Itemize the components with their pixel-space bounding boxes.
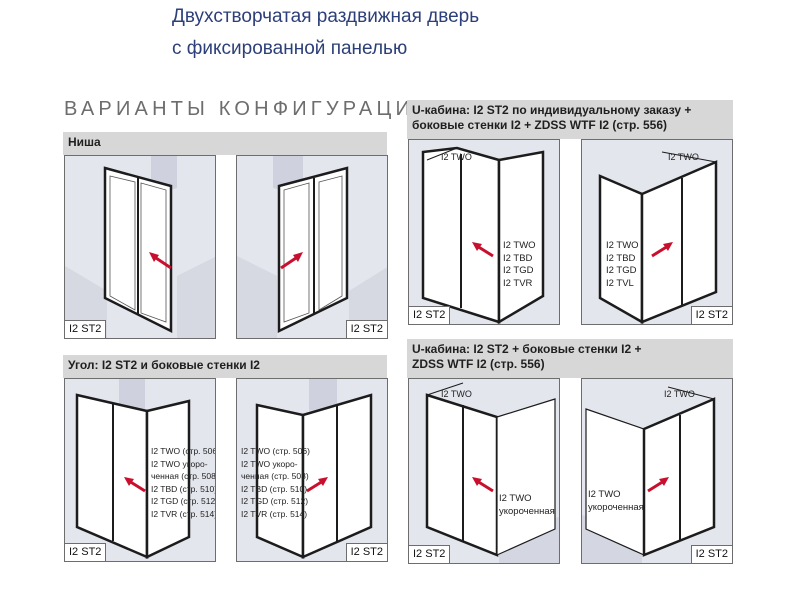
niche-drawing-1 bbox=[65, 156, 215, 338]
corner-fig1-side-walls: I2 TWO (стр. 506) I2 TWO укоро- ченная (… bbox=[151, 446, 216, 519]
page-subtitle: с фиксированной панелью bbox=[172, 38, 408, 59]
u-cabin-figure-1: I2 TWO I2 TWO укороченная I2 ST2 bbox=[408, 378, 560, 564]
u-cabin-drawing-2 bbox=[582, 379, 732, 563]
niche-fig2-caption: I2 ST2 bbox=[345, 320, 387, 338]
u-cabin-custom-drawing-1 bbox=[409, 140, 559, 324]
u-cabin-custom-fig1-side-walls: I2 TWO I2 TBD I2 TGD I2 TVR bbox=[503, 240, 536, 289]
u-cabin-custom-fig2-caption: I2 ST2 bbox=[690, 306, 732, 324]
niche-figure-1: I2 ST2 bbox=[64, 155, 216, 339]
corner-figure-2: I2 TWO (стр. 506) I2 TWO укоро- ченная (… bbox=[236, 378, 388, 562]
corner-panel-title: Угол: I2 ST2 и боковые стенки I2 bbox=[63, 355, 387, 378]
u-cabin-fig2-side-wall: I2 TWO укороченная bbox=[588, 489, 644, 513]
niche-drawing-2 bbox=[237, 156, 387, 338]
niche-fig1-caption: I2 ST2 bbox=[65, 320, 107, 338]
u-cabin-custom-fig2-side-walls: I2 TWO I2 TBD I2 TGD I2 TVL bbox=[606, 240, 639, 289]
corner-fig2-caption: I2 ST2 bbox=[345, 543, 387, 561]
section-heading: ВАРИАНТЫ КОНФИГУРАЦИИ bbox=[64, 98, 433, 120]
u-cabin-title-line1: U-кабина: I2 ST2 + боковые стенки I2 + bbox=[412, 342, 642, 356]
u-cabin-figure-2: I2 TWO I2 TWO укороченная I2 ST2 bbox=[581, 378, 733, 564]
u-cabin-custom-title-line2: боковые стенки I2 + ZDSS WTF I2 (стр. 55… bbox=[412, 118, 667, 132]
corner-drawing-2 bbox=[237, 379, 387, 561]
corner-drawing-1 bbox=[65, 379, 215, 561]
page-title: Двухстворчатая раздвижная дверь bbox=[172, 6, 480, 27]
u-cabin-fig1-top-label: I2 TWO bbox=[441, 389, 472, 399]
u-cabin-fig2-top-label: I2 TWO bbox=[664, 389, 695, 399]
corner-fig2-side-walls: I2 TWO (стр. 506) I2 TWO укоро- ченная (… bbox=[241, 446, 310, 519]
corner-figure-1: I2 TWO (стр. 506) I2 TWO укоро- ченная (… bbox=[64, 378, 216, 562]
u-cabin-fig2-caption: I2 ST2 bbox=[690, 545, 732, 563]
u-cabin-panel-title: U-кабина: I2 ST2 + боковые стенки I2 + Z… bbox=[407, 339, 733, 378]
niche-panel-title: Ниша bbox=[63, 132, 387, 155]
u-cabin-custom-figure-1: I2 TWO I2 TWO I2 TBD I2 TGD I2 TVR I2 ST… bbox=[408, 139, 560, 325]
u-cabin-custom-fig1-top-label: I2 TWO bbox=[441, 152, 472, 162]
u-cabin-custom-fig2-top-label: I2 TWO bbox=[668, 152, 699, 162]
u-cabin-title-line2: ZDSS WTF I2 (стр. 556) bbox=[412, 357, 545, 371]
u-cabin-fig1-caption: I2 ST2 bbox=[409, 545, 451, 563]
u-cabin-custom-figure-2: I2 TWO I2 TWO I2 TBD I2 TGD I2 TVL I2 ST… bbox=[581, 139, 733, 325]
u-cabin-custom-fig1-caption: I2 ST2 bbox=[409, 306, 451, 324]
niche-figure-2: I2 ST2 bbox=[236, 155, 388, 339]
u-cabin-custom-title-line1: U-кабина: I2 ST2 по индивидуальному зака… bbox=[412, 103, 692, 117]
u-cabin-drawing-1 bbox=[409, 379, 559, 563]
u-cabin-custom-panel-title: U-кабина: I2 ST2 по индивидуальному зака… bbox=[407, 100, 733, 139]
corner-fig1-caption: I2 ST2 bbox=[65, 543, 107, 561]
u-cabin-custom-drawing-2 bbox=[582, 140, 732, 324]
u-cabin-fig1-side-wall: I2 TWO укороченная bbox=[499, 493, 555, 517]
